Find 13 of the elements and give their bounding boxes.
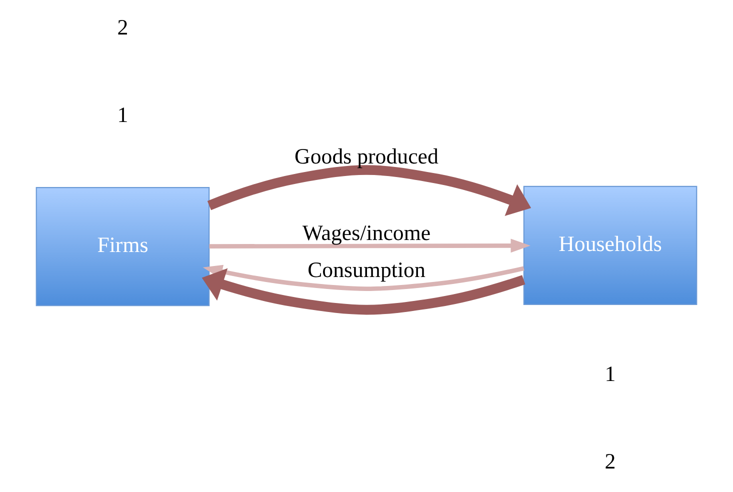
node-box: Households <box>523 186 698 306</box>
label: 2 <box>604 449 616 474</box>
arrow <box>202 264 524 291</box>
arrow <box>209 238 530 253</box>
label: 1 <box>117 102 128 127</box>
node-box: Firms <box>36 186 210 306</box>
label: 1 <box>604 362 616 386</box>
edge-label: Wages/income <box>302 220 431 245</box>
edge-label: Goods produced <box>294 144 438 168</box>
label: 2 <box>117 15 128 40</box>
arrow <box>202 268 526 315</box>
edge-label: Consumption <box>308 258 426 282</box>
arrow <box>207 165 532 216</box>
